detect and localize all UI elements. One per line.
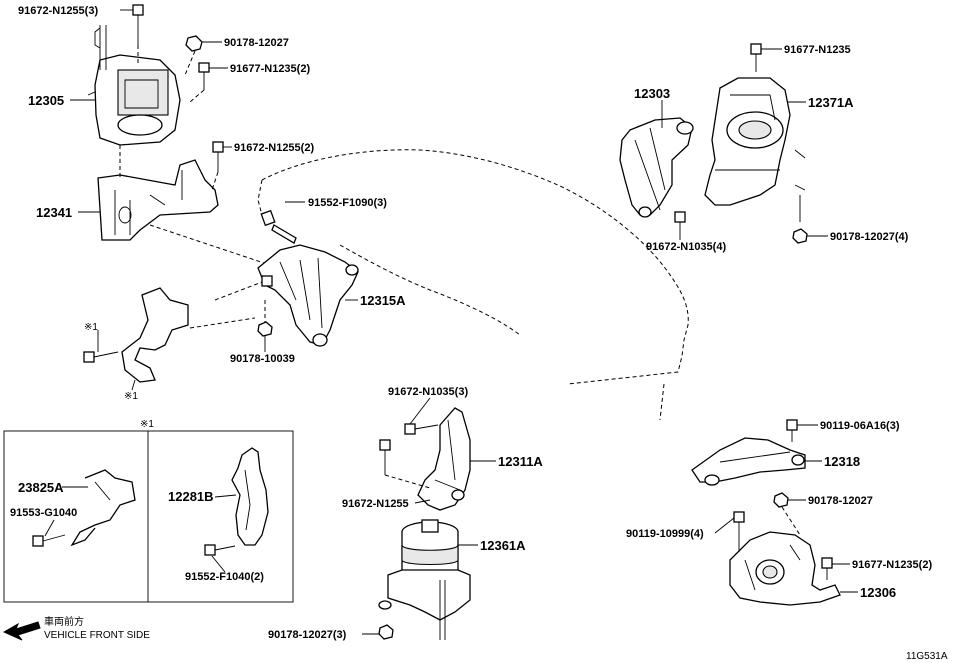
label-90178-12027-3: 90178-12027(3)	[268, 629, 347, 641]
label-91677-N1235: 91677-N1235	[784, 44, 851, 56]
nut-90178-12027-right[interactable]	[773, 492, 789, 508]
nut-90178-12027-3[interactable]	[378, 624, 394, 640]
part-12305[interactable]	[87, 25, 181, 146]
bolt-91672-N1255-3[interactable]	[132, 4, 144, 45]
label-12371A: 12371A	[808, 95, 854, 110]
label-12318: 12318	[824, 454, 860, 469]
note-mark-inset: ※1	[140, 419, 154, 430]
label-12306: 12306	[860, 585, 896, 600]
part-12303[interactable]	[619, 117, 694, 218]
label-91672-N1035-3: 91672-N1035(3)	[388, 386, 468, 398]
bolt-91677-N1235-2-right[interactable]	[821, 557, 833, 580]
nut-90178-12027-top[interactable]	[185, 35, 203, 52]
bolt-90119-10999-4[interactable]	[733, 511, 745, 552]
label-12361A: 12361A	[480, 538, 526, 553]
bolt-91672-N1035-4[interactable]	[674, 211, 686, 232]
bolt-91677-N1235-2-top[interactable]	[198, 62, 210, 90]
label-12311A: 12311A	[498, 454, 543, 469]
label-12305: 12305	[28, 93, 64, 108]
inset-box	[3, 430, 294, 603]
note-mark-bolt: ※1	[84, 322, 98, 333]
front-arrow-icon	[2, 621, 41, 641]
label-90178-10039: 90178-10039	[230, 353, 295, 365]
label-12281B: 12281B	[168, 489, 214, 504]
label-23825A: 23825A	[18, 480, 64, 495]
bolt-91552-F1090-3[interactable]	[260, 209, 297, 244]
label-91677-N1235-2-top: 91677-N1235(2)	[230, 63, 310, 75]
label-12341: 12341	[36, 205, 72, 220]
note-mark-shield: ※1	[124, 391, 138, 402]
leader-lines	[44, 9, 858, 635]
part-12311A[interactable]	[417, 407, 471, 511]
label-90119-06A16-3: 90119-06A16(3)	[820, 420, 900, 432]
legend-front-en: VEHICLE FRONT SIDE	[44, 630, 150, 641]
nut-90178-10039[interactable]	[257, 321, 273, 337]
bolt-mark-1[interactable]	[83, 351, 119, 363]
figure-id: 11G531A	[906, 651, 948, 662]
label-91672-N1255-3: 91672-N1255(3)	[18, 5, 98, 17]
label-90119-10999-4: 90119-10999(4)	[626, 528, 704, 540]
part-12341[interactable]	[97, 159, 219, 241]
label-91677-N1235-2-right: 91677-N1235(2)	[852, 559, 932, 571]
part-12361A[interactable]	[378, 519, 471, 640]
label-90178-12027-right: 90178-12027	[808, 495, 873, 507]
label-90178-12027-top: 90178-12027	[224, 37, 289, 49]
bolt-91553-G1040[interactable]	[32, 534, 66, 547]
bolt-91672-N1255-2[interactable]	[212, 141, 224, 172]
label-12315A: 12315A	[360, 293, 406, 308]
label-91672-N1255-2: 91672-N1255(2)	[234, 142, 314, 154]
engine-outline	[257, 149, 689, 421]
bolt-91672-N1035-3[interactable]	[404, 423, 439, 435]
part-12315A[interactable]	[257, 244, 359, 347]
bolt-91677-N1235[interactable]	[750, 43, 762, 72]
bolt-91672-N1255[interactable]	[379, 439, 391, 475]
label-91552-F1040-2: 91552-F1040(2)	[185, 571, 264, 583]
label-91553-G1040: 91553-G1040	[10, 507, 77, 519]
legend-front-jp: 車両前方	[44, 615, 84, 628]
part-23825A-inset[interactable]	[70, 469, 136, 547]
bolt-91552-F1040-2[interactable]	[204, 544, 236, 556]
label-91672-N1255: 91672-N1255	[342, 498, 409, 510]
part-12306[interactable]	[729, 531, 841, 606]
part-12318[interactable]	[691, 437, 806, 486]
label-91672-N1035-4: 91672-N1035(4)	[646, 241, 726, 253]
bolt-90119-06A16-3[interactable]	[786, 419, 798, 442]
label-90178-12027-4: 90178-12027(4)	[830, 231, 909, 243]
shield-23825A-main[interactable]	[121, 287, 189, 383]
part-12371A[interactable]	[704, 77, 806, 222]
label-91552-F1090-3: 91552-F1090(3)	[308, 197, 387, 209]
label-12303: 12303	[634, 86, 670, 101]
part-12281B[interactable]	[231, 447, 269, 546]
nut-90178-12027-4[interactable]	[792, 228, 808, 244]
